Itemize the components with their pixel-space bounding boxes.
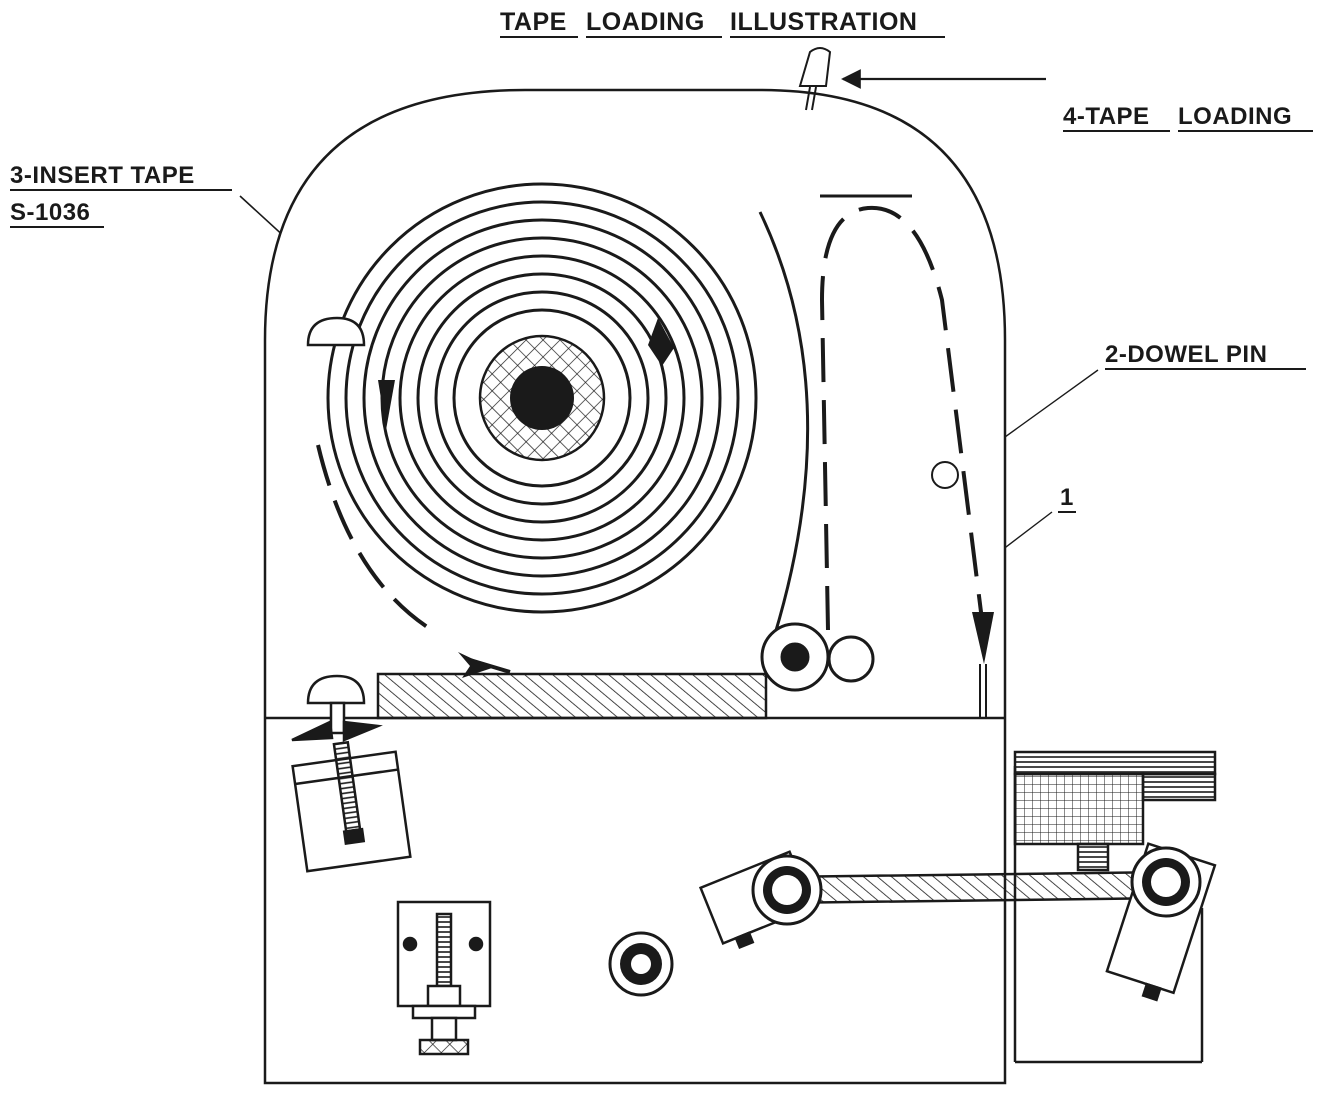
label-tape-loading: 4-TAPE LOADING: [1063, 103, 1313, 132]
label-tape-loading-word-1: 4-TAPE: [1063, 103, 1150, 130]
title-word-tape: TAPE: [500, 8, 567, 36]
title-word-loading: LOADING: [586, 8, 705, 36]
label-part-1: 1: [1058, 484, 1076, 513]
diagram-title: TAPE LOADING ILLUSTRATION: [500, 8, 945, 38]
label-insert-tape-line-2: S-1036: [10, 199, 90, 226]
tape-guide-knob: [798, 47, 832, 111]
loading-arrow-head: [972, 612, 994, 664]
wing-bolt-assembly: [291, 316, 412, 873]
tape-path-arrow: [458, 652, 492, 678]
bushing: [608, 931, 674, 997]
linkage-bar: [774, 870, 1172, 905]
loading-guide-post: [979, 664, 987, 718]
loading-loop: [819, 205, 984, 631]
left-linkage: [698, 850, 823, 950]
label-part-1-text: 1: [1060, 484, 1074, 511]
tape-guide-curve: [758, 211, 810, 651]
label-dowel-pin-text: 2-DOWEL PIN: [1105, 341, 1267, 368]
title-word-illustration: ILLUSTRATION: [730, 8, 917, 36]
tape-roll: [326, 182, 758, 614]
hatched-plate: [376, 672, 768, 720]
feed-rollers: [760, 622, 875, 692]
label-tape-loading-word-2: LOADING: [1178, 103, 1292, 130]
dowel-pin: [931, 461, 959, 489]
label-dowel-pin: 2-DOWEL PIN: [1105, 341, 1306, 370]
right-linkage: [1105, 842, 1217, 1002]
label-insert-tape-line-1: 3-INSERT TAPE: [10, 162, 195, 189]
side-housing: [1013, 750, 1217, 1064]
label-insert-tape: 3-INSERT TAPE S-1036: [10, 162, 232, 228]
roll-direction-arrows: [378, 318, 674, 430]
adjuster-block: [396, 900, 492, 1056]
